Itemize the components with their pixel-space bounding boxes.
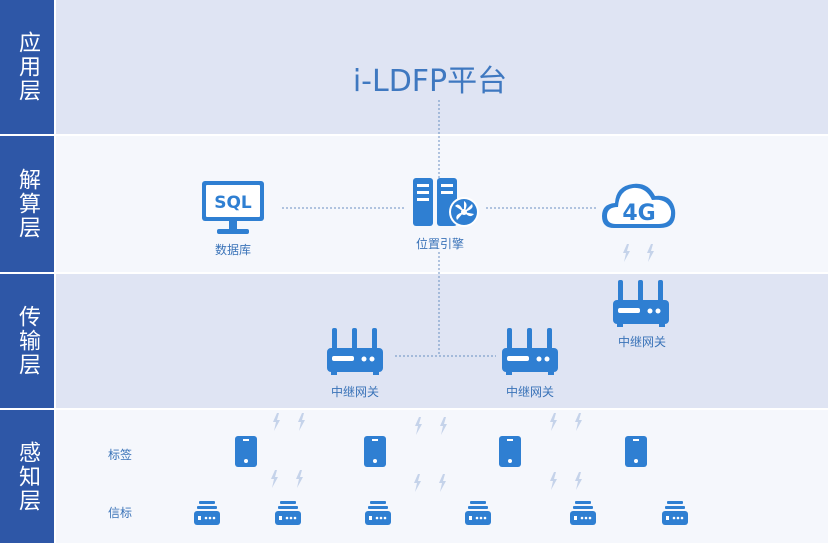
lightning-icon	[273, 413, 305, 431]
lightning-icon	[550, 472, 582, 490]
database-label: 数据库	[214, 243, 251, 257]
layer-label-solving: 解算层	[0, 136, 54, 272]
server-fan-icon	[413, 178, 479, 227]
beacon-device-icon	[365, 501, 391, 525]
beacon-device-icon	[662, 501, 688, 525]
lightning-icon	[550, 413, 582, 431]
tag-device-icon	[625, 436, 647, 467]
router-icon	[502, 328, 558, 375]
tag-device-icon	[364, 436, 386, 467]
transmission-layer-band	[56, 274, 828, 408]
lightning-icon	[415, 417, 447, 435]
gateway-label-right: 中继网关	[617, 335, 666, 349]
cloud-4g-icon: 4G	[602, 183, 676, 228]
application-layer-band	[56, 0, 828, 134]
layer-label-transmission: 传输层	[0, 274, 54, 408]
platform-title: i-LDFP平台	[352, 64, 508, 99]
router-icon	[613, 280, 669, 327]
gateway-label-middle: 中继网关	[505, 385, 554, 399]
beacon-device-icon	[194, 501, 220, 525]
lightning-icon	[271, 470, 303, 488]
tags-row-label: 标签	[108, 448, 133, 462]
beacons-row-label: 信标	[108, 506, 133, 520]
beacon-device-icon	[465, 501, 491, 525]
lightning-icon	[623, 244, 654, 262]
tag-device-icon	[499, 436, 521, 467]
layer-label-perception: 感知层	[0, 410, 54, 543]
sql-monitor-icon: SQL	[202, 181, 264, 234]
layer-label-application: 应用层	[0, 0, 54, 134]
beacon-device-icon	[570, 501, 596, 525]
cloud-4g-text: 4G	[622, 201, 655, 226]
tag-device-icon	[235, 436, 257, 467]
engine-label: 位置引擎	[415, 237, 464, 251]
sql-text: SQL	[214, 193, 252, 213]
gateway-label-left: 中继网关	[330, 385, 379, 399]
lightning-icon	[414, 474, 446, 492]
beacon-device-icon	[275, 501, 301, 525]
router-icon	[327, 328, 383, 375]
